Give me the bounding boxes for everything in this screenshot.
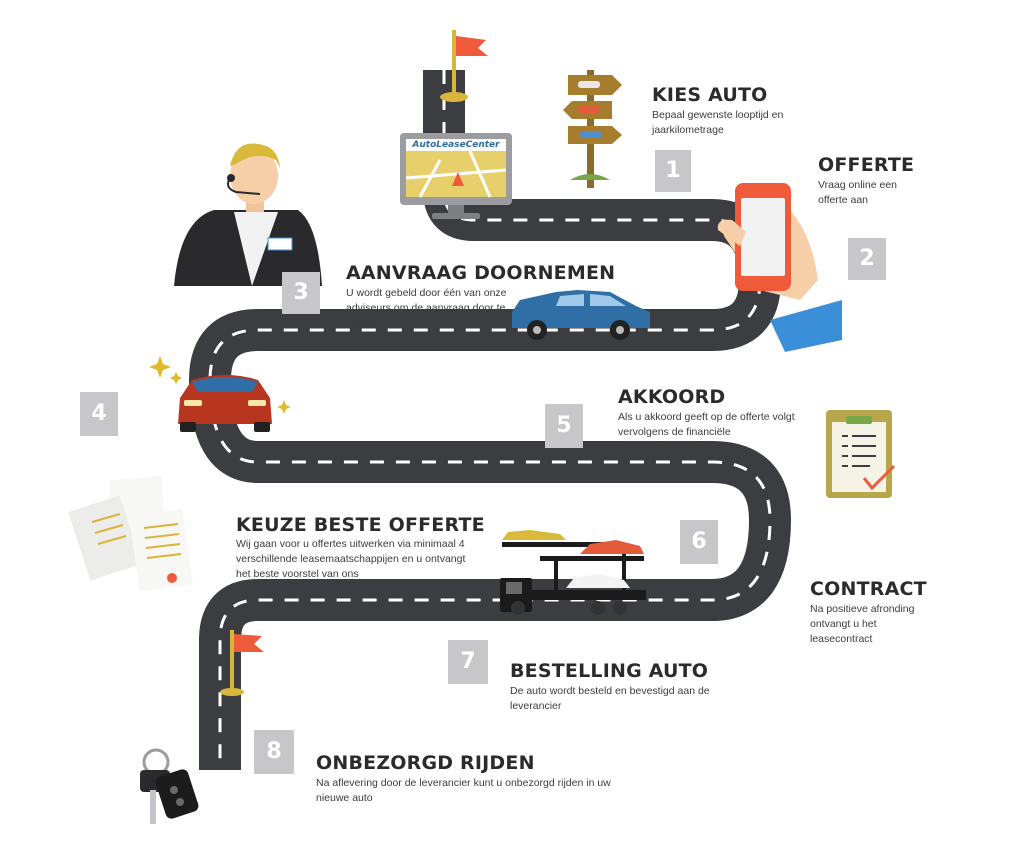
step-desc-kies-auto: Bepaal gewenste looptijd en jaarkilometr… <box>652 109 784 136</box>
step-number-5: 5 <box>545 404 583 448</box>
step-title-onbezorgd-rijden: ONBEZORGD RIJDEN <box>316 752 535 774</box>
signpost-icon <box>563 70 622 188</box>
start-flag-icon <box>220 630 264 696</box>
blue-sedan-icon <box>512 290 650 340</box>
step-number-8: 8 <box>254 730 294 774</box>
gps-monitor-icon <box>400 133 512 219</box>
step-title-kies-auto: KIES AUTO <box>652 84 768 106</box>
car-keys-icon <box>140 748 199 824</box>
step-desc-contract: Na positieve afronding ontvangt u het le… <box>810 603 915 645</box>
step-desc-onbezorgd-rijden: Na aflevering door de leverancier kunt u… <box>316 777 611 804</box>
step-desc-akkoord: Als u akkoord geeft op de offerte volgt … <box>618 411 795 453</box>
step-title-akkoord: AKKOORD <box>618 386 726 408</box>
finish-flag-icon <box>440 30 488 102</box>
documents-icon <box>68 475 194 592</box>
call-center-agent-icon <box>174 143 322 286</box>
step-title-keuze-beste-offerte: KEUZE BESTE OFFERTE <box>236 514 485 536</box>
step-number-7: 7 <box>448 640 488 684</box>
step-desc-offerte: Vraag online een offerte aan <box>818 179 898 206</box>
clipboard-checklist-icon <box>826 410 896 498</box>
sparkle-icon <box>149 356 291 414</box>
step-number-3: 3 <box>282 272 320 314</box>
step-title-bestelling-auto: BESTELLING AUTO <box>510 660 709 682</box>
step-number-4: 4 <box>80 392 118 436</box>
step-title-offerte: OFFERTE <box>818 154 915 176</box>
step-title-contract: CONTRACT <box>810 578 927 600</box>
step-number-2: 2 <box>848 238 886 280</box>
step-desc-bestelling-auto: De auto wordt besteld en bevestigd aan d… <box>510 685 710 712</box>
step-title-aanvraag-doornemen: AANVRAAG DOORNEMEN <box>346 262 616 284</box>
step-number-6: 6 <box>680 520 718 564</box>
car-transporter-truck-icon <box>500 530 646 615</box>
step-desc-keuze-beste-offerte: Wij gaan voor u offertes uitwerken via m… <box>236 538 466 580</box>
step-number-1: 1 <box>655 150 691 192</box>
smartphone-hand-icon <box>717 183 842 352</box>
red-sports-car-icon <box>178 375 272 432</box>
screen-logo: AutoLeaseCenter <box>412 140 500 150</box>
step-desc-aanvraag-doornemen: U wordt gebeld door één van onze adviseu… <box>346 287 507 329</box>
